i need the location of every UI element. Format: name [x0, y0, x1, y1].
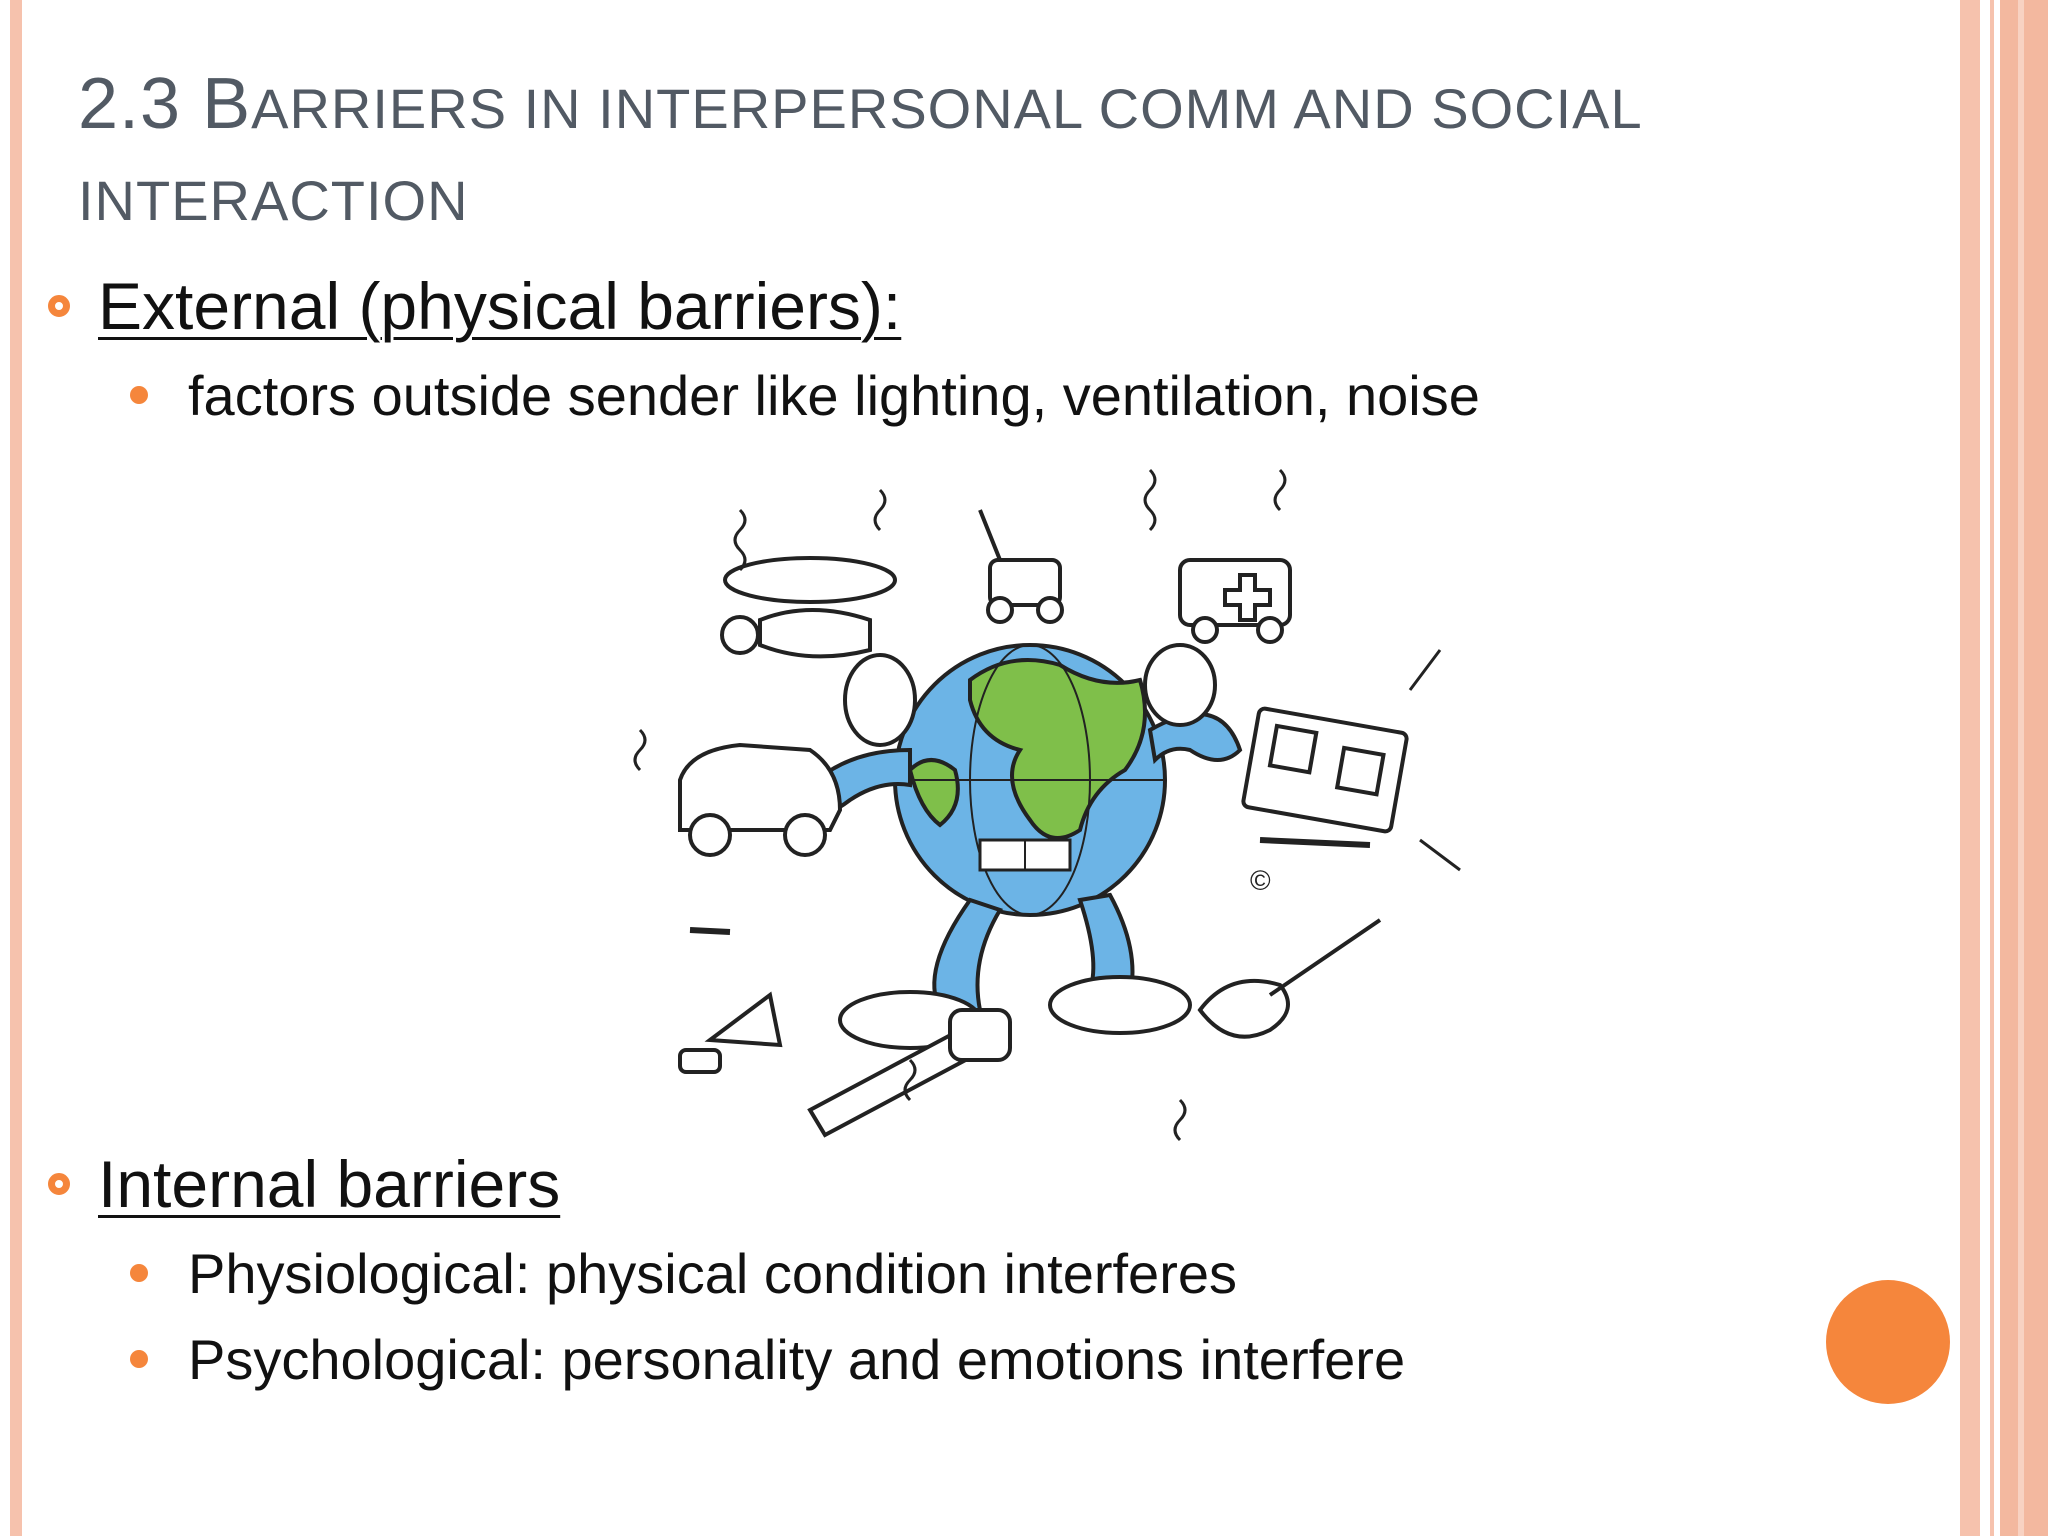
car-icon	[678, 742, 843, 857]
bullet-text: Physiological: physical condition interf…	[188, 1241, 1237, 1305]
left-border	[10, 0, 22, 1536]
section-heading: Internal barriers	[98, 1147, 561, 1221]
arm-icon	[787, 643, 1243, 820]
right-border-thin	[1990, 0, 1994, 1536]
decorative-circle	[1826, 1280, 1950, 1404]
dot-bullet-icon	[130, 1264, 148, 1282]
earth-icon	[893, 643, 1167, 917]
section-internal: Internal barriers	[48, 1144, 560, 1224]
bullet-text: factors outside sender like lighting, ve…	[188, 363, 1480, 427]
right-border-edge	[2000, 0, 2048, 1536]
bullet-item: Psychological: personality and emotions …	[130, 1324, 1405, 1394]
title-number: 2.3	[78, 64, 203, 144]
ring-bullet-icon	[48, 1173, 70, 1195]
slide-title: 2.3 Barriers in interpersonal comm and s…	[78, 58, 1898, 247]
chainsaw-icon	[807, 1008, 1012, 1138]
lawnmower-icon	[978, 509, 1064, 624]
ring-bullet-icon	[48, 295, 70, 317]
bullet-item: factors outside sender like lighting, ve…	[130, 360, 1480, 430]
noisy-earth-illustration: ©	[633, 468, 1461, 1142]
boombox-icon	[1241, 706, 1409, 834]
right-border-edge-inner	[2018, 0, 2024, 1536]
right-border	[1960, 0, 1980, 1536]
dot-bullet-icon	[130, 386, 148, 404]
bullet-text: Psychological: personality and emotions …	[188, 1327, 1406, 1391]
title-first-letter: B	[202, 64, 252, 144]
section-external: External (physical barriers):	[48, 266, 901, 346]
guitar-icon	[1197, 918, 1382, 1039]
title-rest: arriers in interpersonal comm and social…	[78, 77, 1641, 232]
ambulance-icon	[1178, 558, 1292, 644]
section-heading: External (physical barriers):	[98, 269, 902, 343]
helicopter-icon	[720, 556, 897, 659]
copyright-mark: ©	[1250, 865, 1271, 896]
megaphone-icon	[678, 991, 783, 1074]
dot-bullet-icon	[130, 1350, 148, 1368]
bullet-item: Physiological: physical condition interf…	[130, 1238, 1237, 1308]
legs-icon	[838, 892, 1192, 1050]
noise-lines-icon	[633, 468, 1461, 1142]
